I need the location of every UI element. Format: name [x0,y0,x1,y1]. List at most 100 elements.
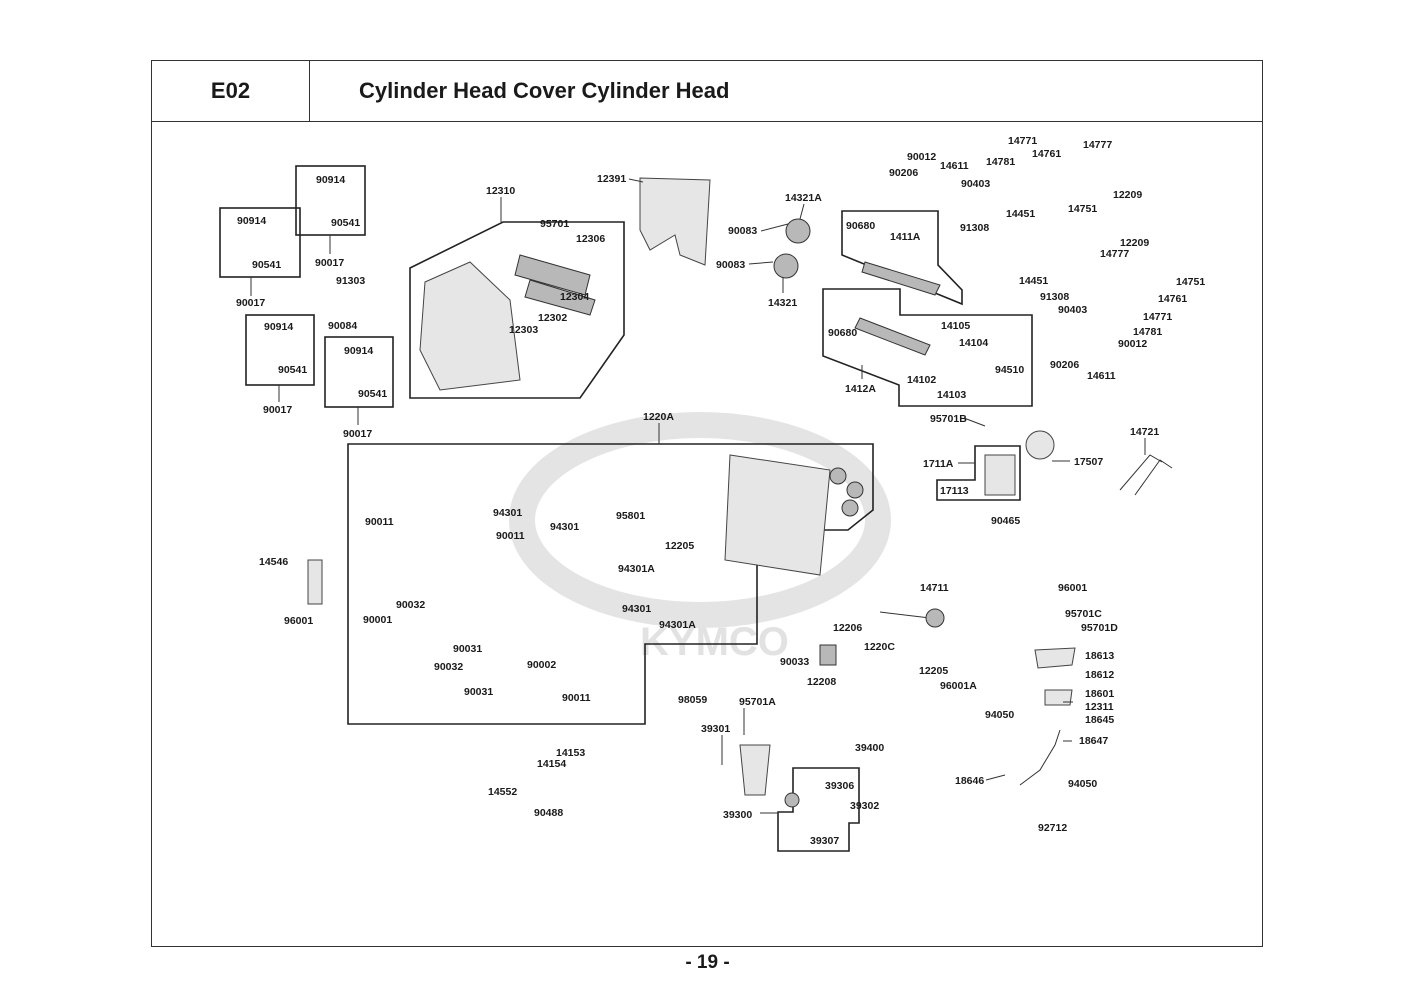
part-label: 17113 [940,485,969,497]
part-label: 14777 [1083,139,1112,151]
part-label: 95701A [739,696,776,708]
box-sensor-39300 [777,767,860,852]
part-label: 90680 [846,220,875,232]
part-label: 14546 [259,556,288,568]
part-label: 90031 [464,686,493,698]
part-label: 95701D [1081,622,1118,634]
box-bolt-group-1 [219,207,301,278]
part-label: 12304 [560,291,589,303]
part-label: 91308 [1040,291,1069,303]
part-label: 90033 [780,656,809,668]
part-label: 95801 [616,510,645,522]
part-label: 14711 [920,582,949,594]
part-label: 90002 [527,659,556,671]
part-label: 90032 [396,599,425,611]
part-label: 14721 [1130,426,1159,438]
part-label: 90031 [453,643,482,655]
box-bolt-group-3 [245,314,315,386]
part-label: 14451 [1019,275,1048,287]
part-label: 18613 [1085,650,1114,662]
part-label: 98059 [678,694,707,706]
part-label: 12209 [1120,237,1149,249]
part-label: 91303 [336,275,365,287]
box-intake-1711a [936,445,1021,501]
part-label: 90011 [365,516,394,528]
part-label: 14552 [488,786,517,798]
part-label: 94301 [622,603,651,615]
box-camshaft-1411a [841,210,963,306]
part-label: 90083 [716,259,745,271]
part-label: 12209 [1113,189,1142,201]
part-label: 90017 [315,257,344,269]
part-label: 14761 [1032,148,1061,160]
part-label: 96001 [284,615,313,627]
part-label: 90012 [1118,338,1147,350]
part-label: 14751 [1068,203,1097,215]
part-label: 12391 [597,173,626,185]
part-label: 14104 [959,337,988,349]
part-label: 90012 [907,151,936,163]
part-label: 90206 [889,167,918,179]
part-label: 39306 [825,780,854,792]
part-label: 94301 [493,507,522,519]
part-label: 14781 [986,156,1015,168]
part-label: 12306 [576,233,605,245]
part-label: 18645 [1085,714,1114,726]
part-label: 18646 [955,775,984,787]
part-label: 95701C [1065,608,1102,620]
part-label: 18612 [1085,669,1114,681]
part-label: 90914 [264,321,293,333]
part-label: 12205 [665,540,694,552]
part-label: 90011 [562,692,591,704]
part-label: 39301 [701,723,730,735]
part-label: 94050 [1068,778,1097,790]
part-label: 94301 [550,521,579,533]
part-label: 14103 [937,389,966,401]
part-label: 14321 [768,297,797,309]
part-label: 96001A [940,680,977,692]
part-label: 1411A [890,231,921,243]
part-label: 14102 [907,374,936,386]
box-camshaft-1412a [822,288,1033,407]
part-label: 96001 [1058,582,1087,594]
part-label: 95701B [930,413,967,425]
part-label: 12303 [509,324,538,336]
part-label: 95701 [540,218,569,230]
part-label: 90403 [1058,304,1087,316]
part-label: 12205 [919,665,948,677]
part-label: 90680 [828,327,857,339]
part-label: 90011 [496,530,525,542]
part-label: 14771 [1008,135,1037,147]
kymco-watermark: KYMCO [509,412,891,664]
part-label: 94510 [995,364,1024,376]
part-label: 17507 [1074,456,1103,468]
part-label: 14771 [1143,311,1172,323]
watermark-text: KYMCO [640,620,789,664]
part-label: 90403 [961,178,990,190]
part-label: 90914 [316,174,345,186]
part-label: 90001 [363,614,392,626]
part-label: 39400 [855,742,884,754]
part-label: 14611 [940,160,969,172]
part-label: 14105 [941,320,970,332]
part-label: 14451 [1006,208,1035,220]
part-label: 18601 [1085,688,1114,700]
part-label: 12208 [807,676,836,688]
part-label: 14761 [1158,293,1187,305]
part-label: 90017 [236,297,265,309]
section-title: Cylinder Head Cover Cylinder Head [309,60,1263,122]
part-label: 14321A [785,192,822,204]
part-label: 14751 [1176,276,1205,288]
part-label: 1220C [864,641,895,653]
part-label: 90017 [263,404,292,416]
part-label: 14154 [537,758,566,770]
part-label: 92712 [1038,822,1067,834]
part-label: 90488 [534,807,563,819]
part-label: 90541 [331,217,360,229]
part-label: 90914 [237,215,266,227]
part-label: 39302 [850,800,879,812]
part-label: 1412A [845,383,876,395]
part-label: 14777 [1100,248,1129,260]
part-label: 90083 [728,225,757,237]
